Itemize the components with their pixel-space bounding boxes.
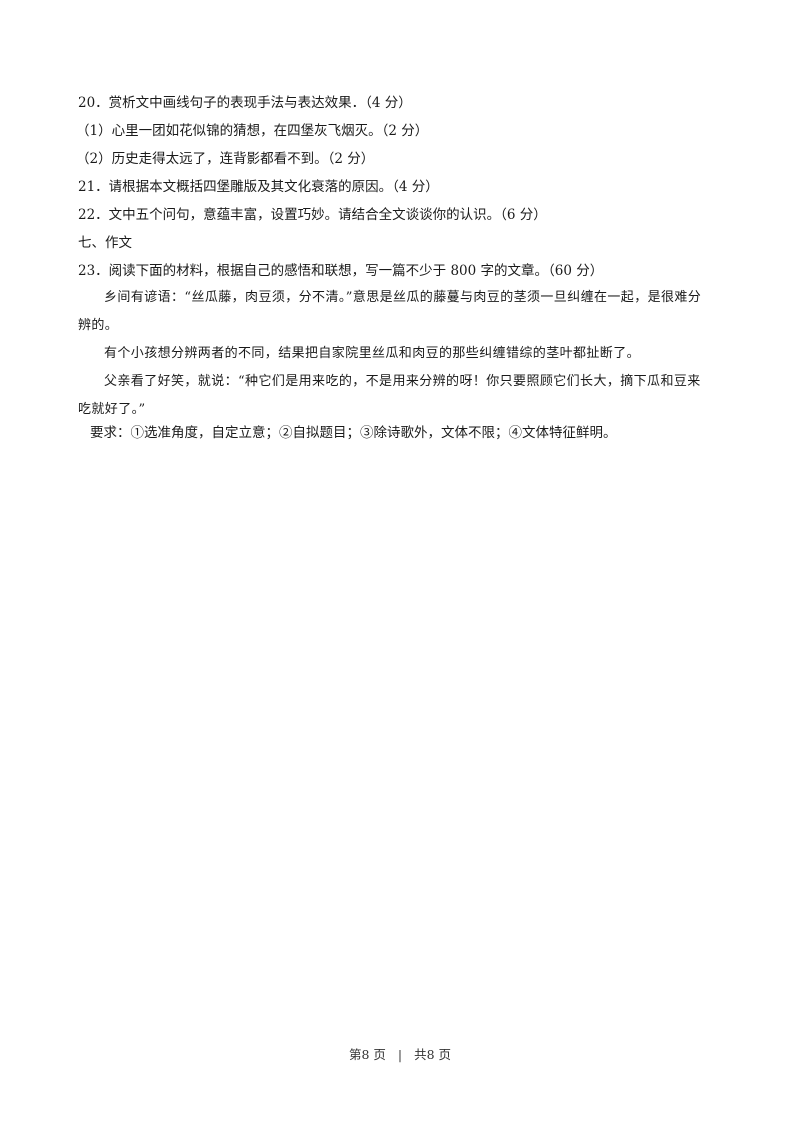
question-23-prompt: 23．阅读下面的材料，根据自己的感悟和联想，写一篇不少于 800 字的文章。（6… — [78, 263, 604, 279]
material-paragraph-1: 乡间有谚语：“丝瓜藤，肉豆须，分不清。”意思是丝瓜的藤蔓与肉豆的茎须一旦纠缠在一… — [78, 290, 702, 333]
material-paragraph-3: 父亲看了好笑，就说：“种它们是用来吃的，不是用来分辨的呀！你只要照顾它们长大，摘… — [78, 374, 701, 417]
footer-separator: | — [397, 1047, 403, 1062]
page-footer: 第8 页 | 共8 页 — [0, 1044, 800, 1063]
question-20-part-1: （1）心里一团如花似锦的猜想，在四堡灰飞烟灭。（2 分） — [76, 123, 429, 139]
question-20: 20．赏析文中画线句子的表现手法与表达效果．（4 分） — [78, 95, 412, 111]
material-paragraph-2: 有个小孩想分辨两者的不同，结果把自家院里丝瓜和肉豆的那些纠缠错综的茎叶都扯断了。 — [104, 346, 641, 361]
page-total: 共8 页 — [414, 1047, 452, 1062]
question-22: 22．文中五个问句，意蕴丰富，设置巧妙。请结合全文谈谈你的认识。（6 分） — [78, 207, 547, 223]
question-21: 21．请根据本文概括四堡雕版及其文化衰落的原因。（4 分） — [78, 179, 439, 195]
page-number: 第8 页 — [348, 1047, 386, 1062]
question-20-part-2: （2）历史走得太远了，连背影都看不到。（2 分） — [76, 151, 375, 167]
section-heading: 七、作文 — [78, 235, 132, 251]
essay-requirements: 要求：①选准角度，自定立意；②自拟题目；③除诗歌外，文体不限；④文体特征鲜明。 — [90, 425, 617, 441]
